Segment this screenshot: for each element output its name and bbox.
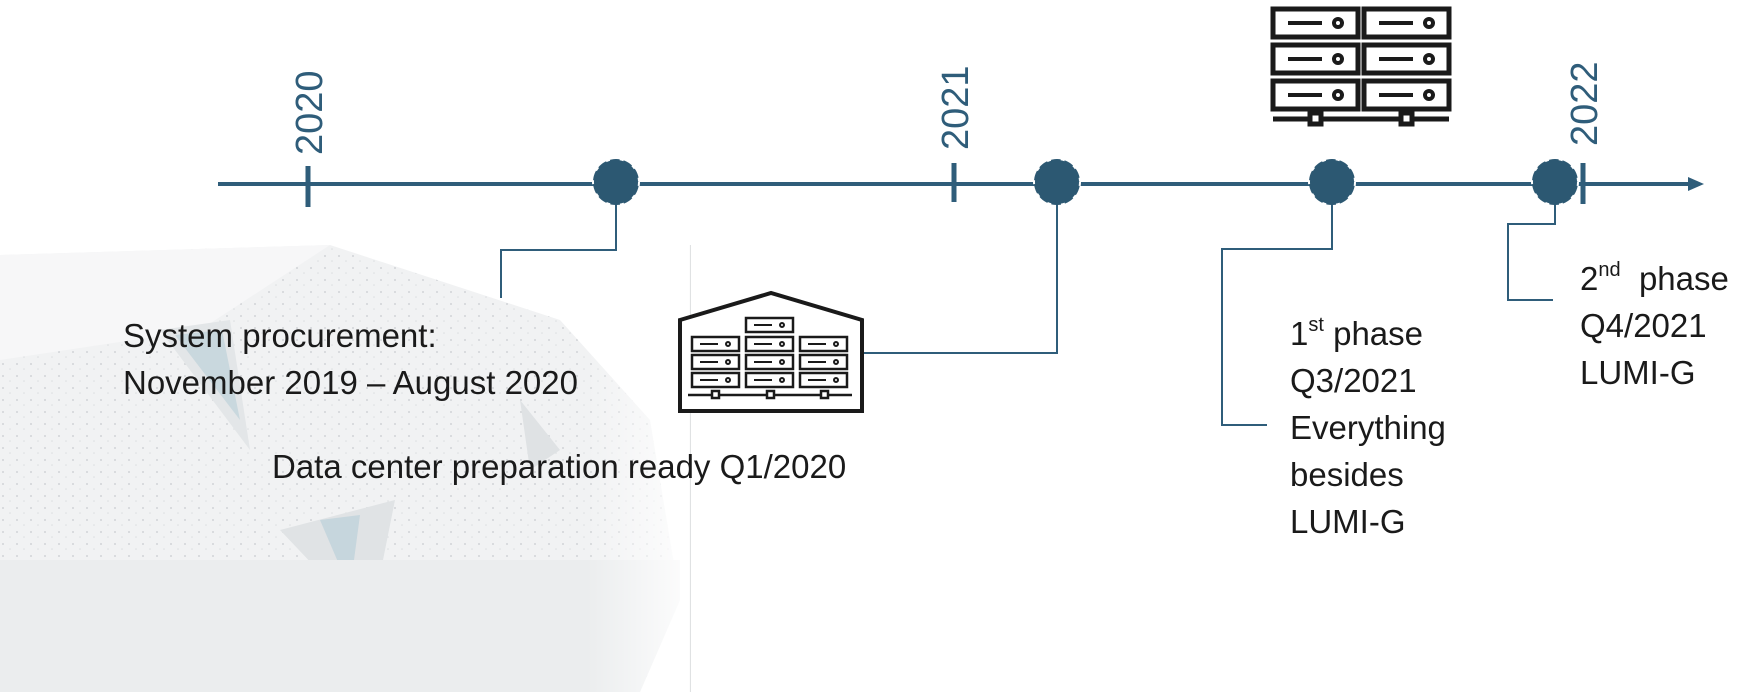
phase2-title: 2nd phase [1580, 255, 1729, 302]
phase1-line4: besides [1290, 456, 1404, 493]
phase1-number: 1 [1290, 315, 1309, 352]
phase1-title: 1st phase [1290, 310, 1446, 357]
connector-phase2 [1507, 184, 1556, 301]
phase2-quarter: Q4/2021 [1580, 307, 1707, 344]
timeline-axis [218, 163, 1704, 207]
connector-lines [500, 184, 1556, 426]
procurement-title: System procurement: [123, 317, 437, 354]
connector-datacenter [862, 184, 1058, 354]
phase1-label: 1st phase Q3/2021 Everything besides LUM… [1290, 310, 1446, 545]
milestone-marker-datacenter [1033, 158, 1081, 206]
milestone-marker-procurement [592, 158, 640, 206]
phase2-ordinal: nd [1598, 259, 1621, 281]
year-label-2021: 2021 [935, 65, 977, 150]
connector-procurement [500, 184, 617, 298]
procurement-dates: November 2019 – August 2020 [123, 364, 578, 401]
datacenter-label: Data center preparation ready Q1/2020 [272, 448, 847, 485]
phase1-line5: LUMI-G [1290, 503, 1406, 540]
phase2-number: 2 [1580, 260, 1599, 297]
phase2-label: 2nd phase Q4/2021 LUMI-G [1580, 255, 1729, 396]
procurement-label: System procurement: November 2019 – Augu… [123, 312, 578, 406]
milestone-marker-phase1 [1308, 158, 1356, 206]
phase2-word: phase [1638, 260, 1729, 297]
phase1-line3: Everything [1290, 409, 1446, 446]
server-rack-icon [1270, 6, 1452, 127]
year-label-2020: 2020 [289, 70, 331, 155]
arrow-head-icon [1688, 177, 1704, 191]
connector-phase1 [1221, 184, 1333, 426]
datacenter-building-icon [678, 290, 864, 413]
year-label-2022: 2022 [1564, 61, 1606, 146]
milestone-markers [592, 158, 1579, 206]
milestone-marker-phase2 [1531, 158, 1579, 206]
phase1-quarter: Q3/2021 [1290, 362, 1417, 399]
phase2-line3: LUMI-G [1580, 354, 1696, 391]
phase1-ordinal: st [1308, 314, 1324, 336]
phase1-word: phase [1333, 315, 1424, 352]
building-background-image [0, 245, 691, 692]
